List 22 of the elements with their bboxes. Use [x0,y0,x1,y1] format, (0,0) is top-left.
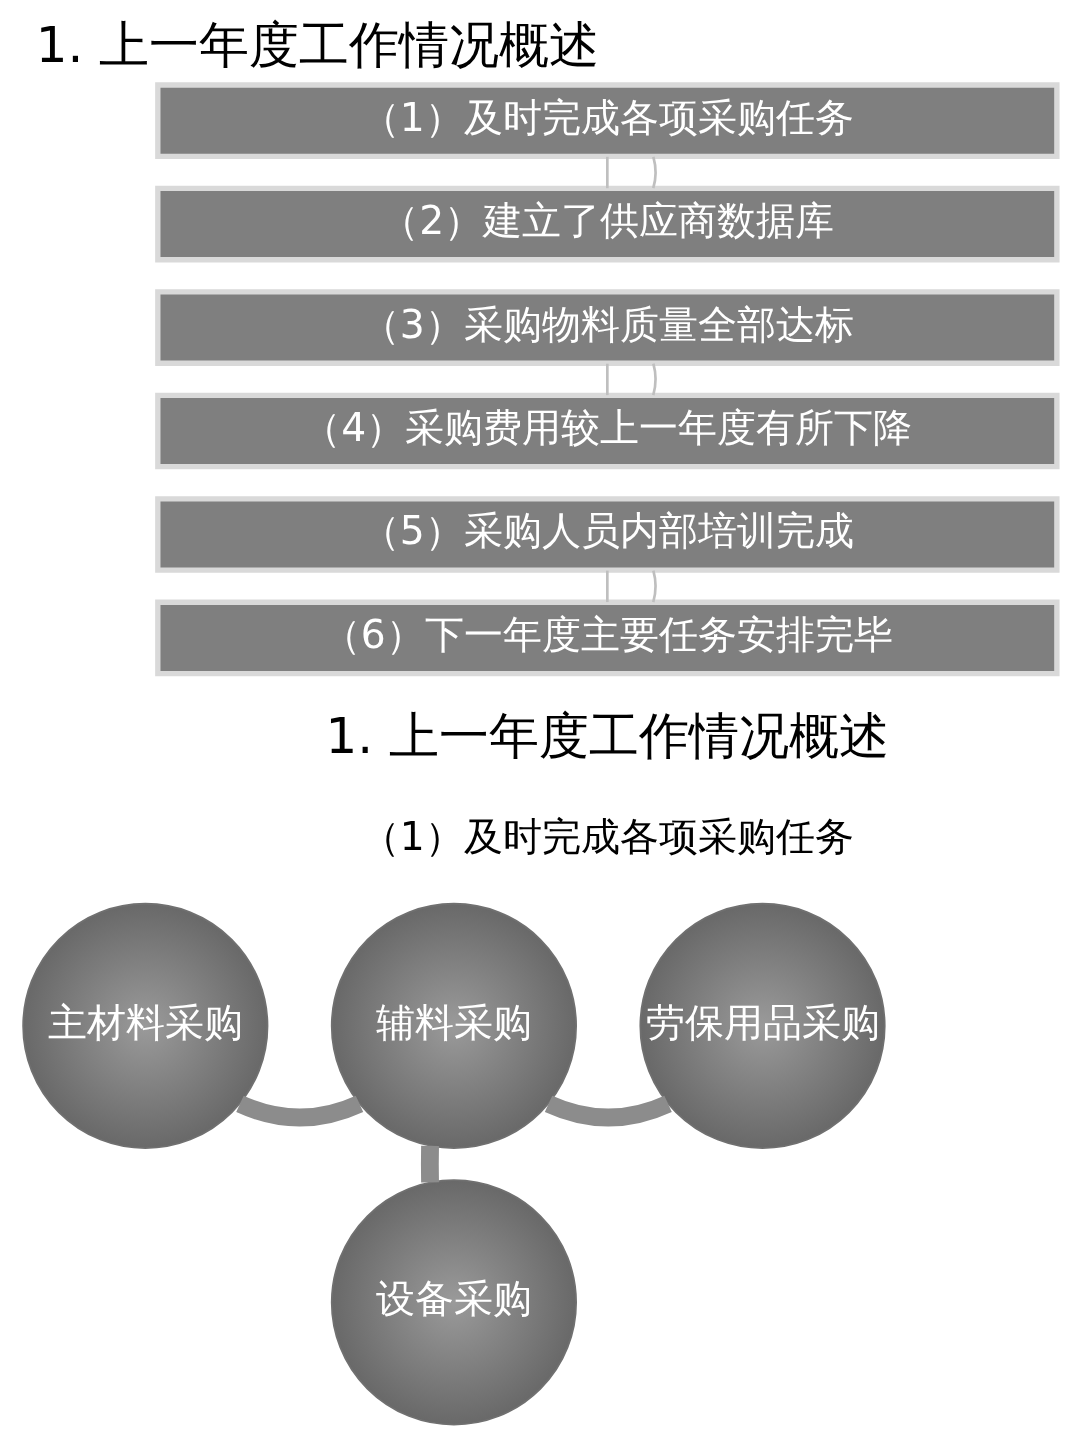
connector [236,1095,363,1127]
node-circle: 辅料采购 [330,902,577,1149]
connector [420,1145,439,1183]
node-circle: 设备采购 [330,1179,577,1426]
node-box: （4）采购费用较上一年度有所下降 [155,392,1060,470]
connector [606,156,609,189]
connector [606,363,609,396]
label: （1）及时完成各项采购任务 [360,813,854,859]
connector [651,156,657,189]
connector [651,570,657,603]
connector [651,363,657,396]
diagram-title: 1. 上一年度工作情况概述 [35,16,600,75]
label: 1. 上一年度工作情况概述 [325,706,890,765]
node-circle: 劳保用品采购 [639,902,886,1149]
node-box: （5）采购人员内部培训完成 [155,496,1060,573]
node-box: （2）建立了供应商数据库 [155,185,1060,263]
connector [606,570,609,603]
node-box: （3）采购物料质量全部达标 [155,289,1060,366]
connector [545,1095,672,1127]
node-box: （1）及时完成各项采购任务 [155,82,1060,159]
node-box: （6）下一年度主要任务安排完毕 [155,599,1060,677]
node-circle: 主材料采购 [22,902,269,1149]
